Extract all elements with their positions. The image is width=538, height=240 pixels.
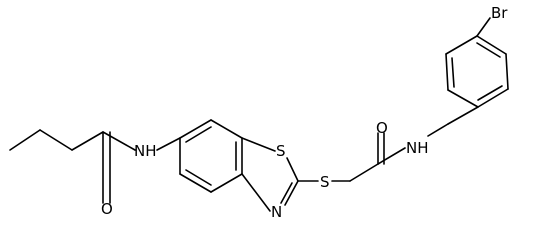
bond bbox=[185, 169, 212, 186]
bond bbox=[284, 180, 299, 206]
bond bbox=[179, 119, 212, 139]
atom-label-o-right: O bbox=[376, 119, 388, 137]
bond bbox=[179, 173, 212, 193]
bond bbox=[476, 35, 507, 55]
bond bbox=[349, 163, 379, 182]
atom-label-ring-s: S bbox=[276, 142, 286, 160]
bond bbox=[185, 126, 212, 143]
atom-label-nh-left: NH bbox=[134, 142, 157, 160]
bond bbox=[9, 129, 41, 151]
bond bbox=[156, 137, 181, 151]
atom-label-o-left: O bbox=[101, 200, 113, 218]
atom-label-nh-right: NH bbox=[406, 139, 429, 157]
structure-canvas: NH O S N S O NH Br bbox=[9, 4, 509, 221]
bond bbox=[451, 57, 455, 88]
atom-label-bromine: Br bbox=[491, 4, 508, 22]
bond bbox=[210, 173, 243, 193]
bond bbox=[280, 182, 293, 204]
bond bbox=[477, 85, 503, 101]
atom-label-ring-n: N bbox=[271, 203, 282, 221]
molecule-drawing: NH O S N S O NH Br bbox=[9, 4, 509, 221]
bond bbox=[241, 137, 276, 152]
atom-label-thioether-s: S bbox=[320, 173, 330, 191]
bond bbox=[286, 157, 299, 182]
bond bbox=[447, 106, 479, 125]
bond bbox=[476, 17, 491, 37]
bond bbox=[102, 131, 136, 151]
bond bbox=[505, 53, 509, 90]
bond bbox=[476, 42, 501, 58]
bond bbox=[427, 123, 449, 137]
bond bbox=[39, 129, 73, 151]
bond bbox=[210, 119, 243, 139]
bond bbox=[445, 35, 478, 55]
bond bbox=[377, 147, 406, 165]
bond bbox=[477, 88, 509, 108]
bonds bbox=[9, 17, 509, 212]
bond bbox=[71, 131, 104, 151]
bond bbox=[445, 53, 449, 91]
bond bbox=[447, 89, 479, 108]
bond bbox=[241, 173, 271, 212]
atom-labels: NH O S N S O NH Br bbox=[101, 4, 508, 221]
